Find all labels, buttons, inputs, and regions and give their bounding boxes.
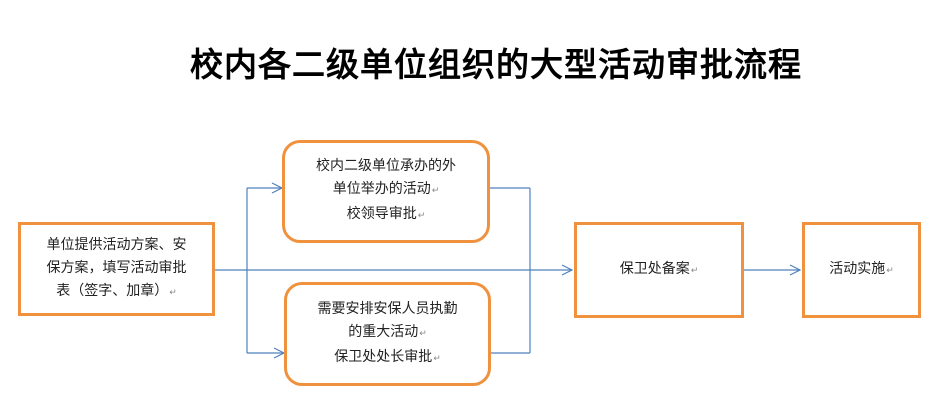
- node-text-line: 保卫处处长审批: [334, 346, 441, 371]
- arrowhead-icon: [561, 264, 574, 276]
- node-text-line: 单位举办的活动: [333, 178, 440, 203]
- branch-top-node: 校内二级单位承办的外 单位举办的活动 校领导审批: [282, 140, 490, 243]
- node-text-line: 保卫处备案: [620, 258, 699, 283]
- branch-bottom-node: 需要安排安保人员执勤 的重大活动 保卫处处长审批: [284, 282, 491, 386]
- start-node: 单位提供活动方案、安 保方案，填写活动审批 表（签字、加章）: [18, 222, 215, 316]
- node-text-line: 需要安排安保人员执勤: [317, 300, 458, 317]
- page-title: 校内各二级单位组织的大型活动审批流程: [190, 45, 802, 84]
- node-text-line: 校内二级单位承办的外: [316, 158, 456, 174]
- node-text-line: 活动实施: [829, 258, 894, 283]
- node-text-line: 单位提供活动方案、安: [46, 236, 187, 253]
- implement-node: 活动实施: [802, 222, 921, 318]
- node-text-line: 保方案，填写活动审批: [46, 259, 187, 276]
- arrowhead-icon: [789, 264, 802, 276]
- node-text-line: 表（签字、加章）: [56, 280, 177, 305]
- node-text-line: 的重大活动: [348, 321, 427, 346]
- node-text-line: 校领导审批: [347, 203, 426, 228]
- record-node: 保卫处备案: [574, 222, 744, 318]
